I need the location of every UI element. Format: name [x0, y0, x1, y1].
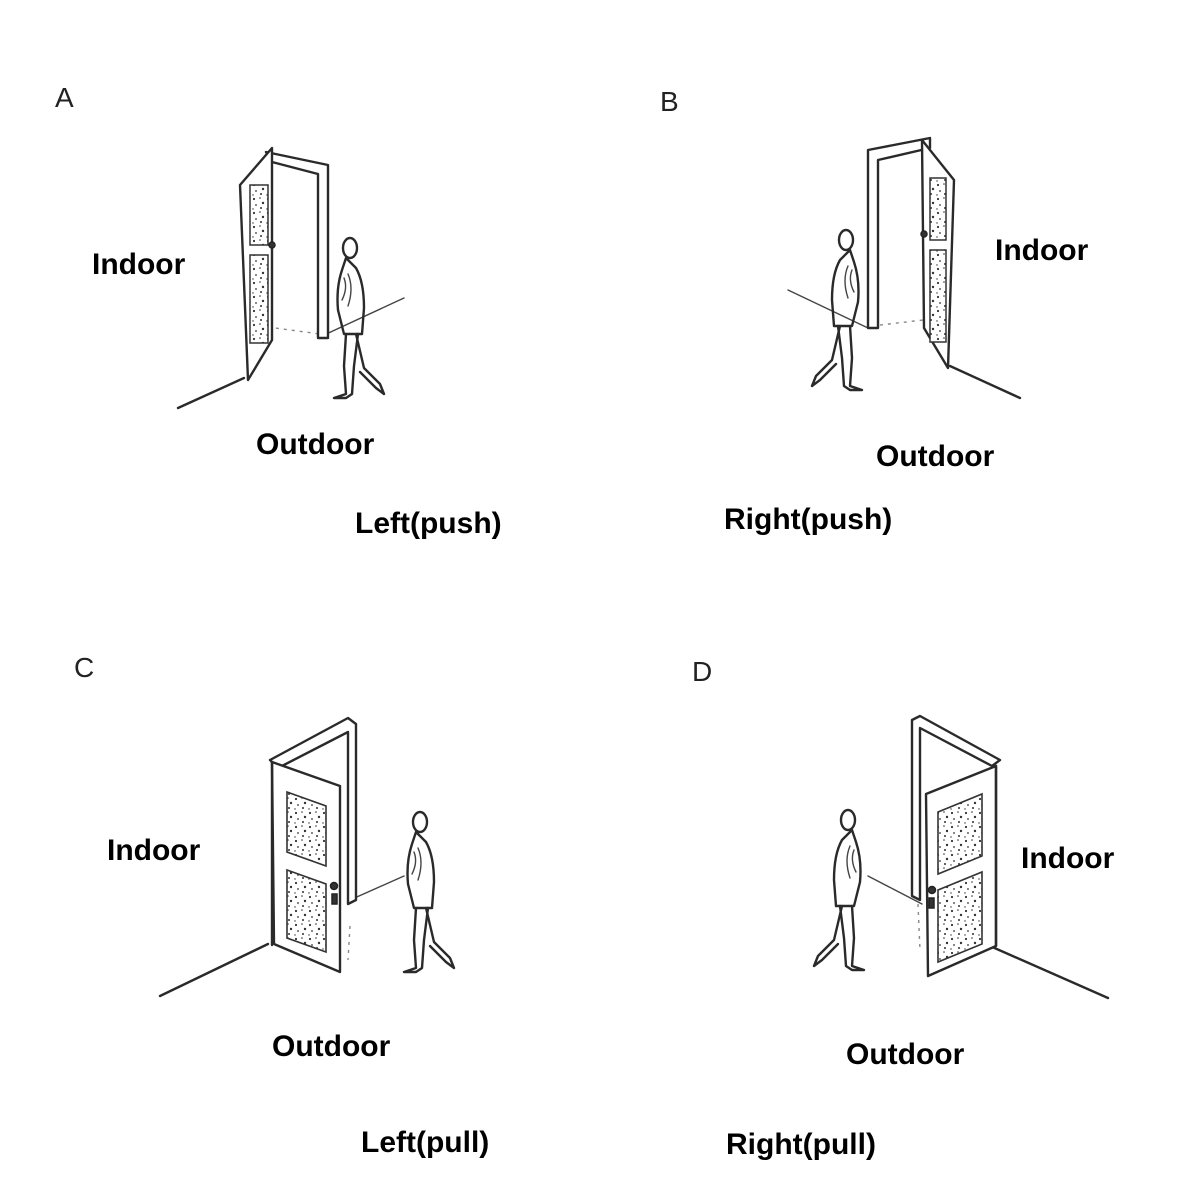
panel-letter: B — [660, 86, 679, 117]
walking-person-icon — [402, 810, 456, 974]
door-scene-illustration — [787, 136, 1022, 400]
door-swing-dashes — [347, 925, 351, 961]
door-swing-dashes — [917, 903, 921, 951]
panel-caption: Right(push) — [724, 503, 893, 536]
wall-floor-line — [787, 289, 869, 329]
floor-edge-line — [158, 942, 270, 998]
panel-c: C Indoor Outdoor Left(pull) — [0, 600, 600, 1200]
floor-edge-line — [176, 376, 246, 410]
indoor-label: Indoor — [107, 834, 201, 867]
door-glass-lower — [249, 254, 269, 344]
door-glass-upper — [929, 177, 947, 241]
walking-person-icon — [332, 236, 386, 400]
outdoor-label: Outdoor — [846, 1038, 965, 1071]
panel-d: D Indoor Outdoor Right(pull) — [600, 600, 1200, 1200]
door-handle-icon — [927, 885, 937, 895]
walking-person-icon — [812, 808, 866, 972]
door-glass-upper — [249, 184, 269, 246]
panel-caption: Right(pull) — [726, 1128, 876, 1161]
door-lock-icon — [928, 897, 935, 909]
panel-caption: Left(push) — [355, 507, 502, 540]
door-glass-lower — [286, 868, 327, 954]
door-handle-icon — [268, 241, 276, 249]
walking-person-icon — [810, 228, 864, 392]
panel-caption: Left(pull) — [361, 1126, 490, 1159]
floor-edge-line — [988, 944, 1110, 1000]
wall-floor-line — [349, 875, 405, 901]
door-glass-lower — [937, 870, 983, 964]
indoor-label: Indoor — [995, 234, 1089, 267]
door-glass-upper — [286, 790, 327, 868]
door-lock-icon — [331, 893, 338, 905]
panel-letter: A — [55, 82, 74, 113]
floor-edge-line — [948, 364, 1022, 400]
door-frame — [910, 714, 1002, 902]
indoor-label: Indoor — [92, 248, 186, 281]
door-glass-upper — [937, 792, 983, 876]
door-frame — [268, 716, 358, 906]
door-scene-illustration — [812, 714, 1110, 1000]
panel-letter: C — [74, 652, 95, 683]
indoor-label: Indoor — [1021, 842, 1115, 875]
panel-b: B Indoor Outdoor Right(push) — [600, 0, 1200, 600]
door-frame — [866, 136, 932, 330]
panel-a: A Indoor Outdoor Left(push) — [0, 0, 600, 600]
outdoor-label: Outdoor — [256, 428, 375, 461]
door-handle-icon — [920, 230, 928, 238]
outdoor-label: Outdoor — [876, 440, 995, 473]
door-scene-illustration — [176, 146, 405, 410]
panel-letter: D — [692, 656, 713, 687]
door-glass-lower — [929, 249, 947, 343]
door-handle-icon — [329, 881, 339, 891]
outdoor-label: Outdoor — [272, 1030, 391, 1063]
door-scene-illustration — [158, 716, 456, 998]
wall-floor-line — [867, 875, 923, 905]
